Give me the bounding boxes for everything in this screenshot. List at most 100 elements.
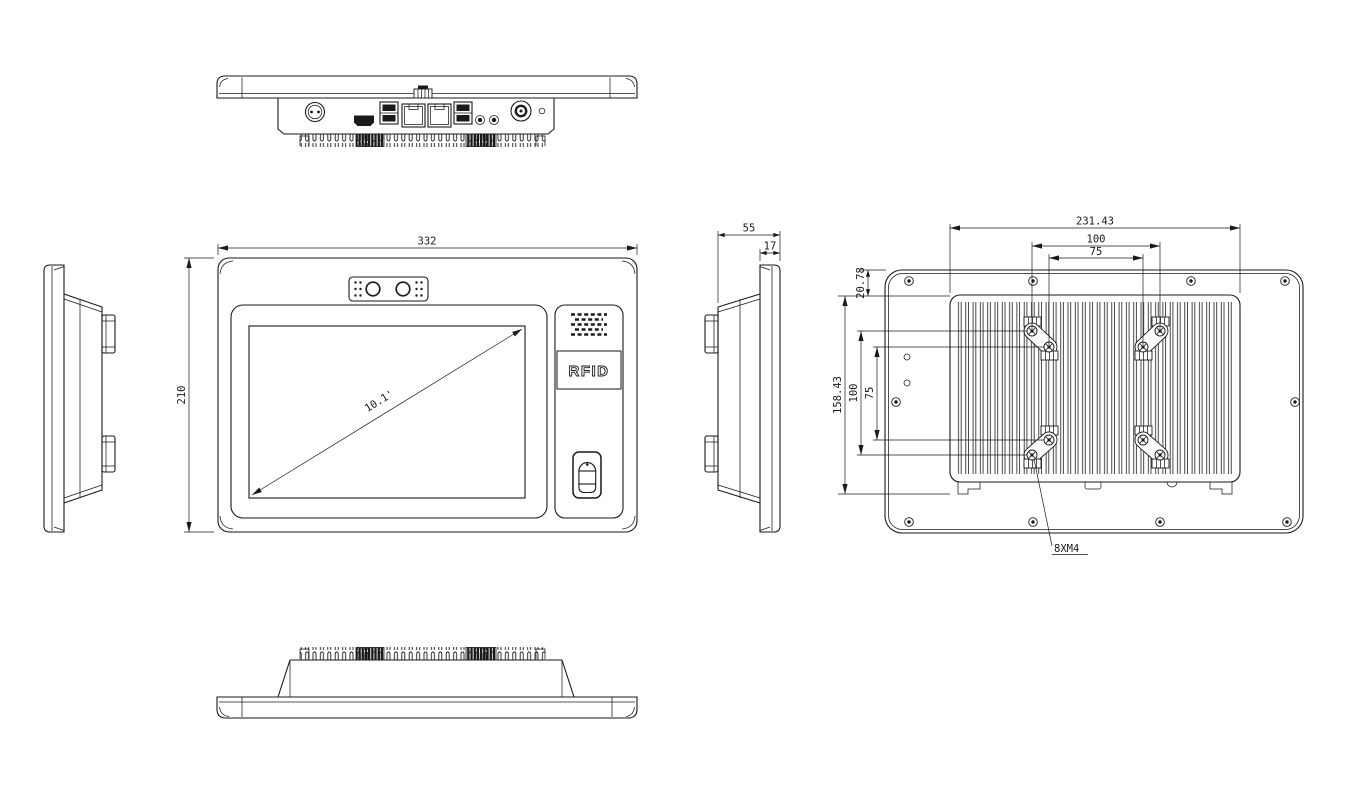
- heatsink-fins: [300, 647, 545, 660]
- dim-text-vesa-screw-note: 8XM4: [1054, 543, 1079, 555]
- side-body: [63, 293, 103, 504]
- housing-screws: [891, 276, 1300, 527]
- dim-text-rear-mount-width: 231.43: [1076, 216, 1114, 228]
- dim-vesa-height-75: 75: [864, 346, 1044, 441]
- dim-depth-total: 55: [717, 223, 781, 303]
- screw: [1028, 517, 1038, 527]
- screw: [1280, 276, 1290, 286]
- dim-text-vesa-height-75: 75: [864, 387, 876, 400]
- usb-ports: [379, 101, 399, 125]
- fin-cluster: [465, 647, 497, 661]
- mounting-lug: [101, 314, 116, 354]
- screw: [1186, 276, 1196, 286]
- bottom-body: [277, 659, 575, 698]
- vesa-screw-hole: [1043, 434, 1055, 446]
- dim-text-screen-diagonal: 10.1': [363, 388, 396, 415]
- mounting-lug: [704, 435, 719, 473]
- dim-vesa-height-100: 100: [848, 330, 1027, 456]
- vesa-screw-hole: [1137, 434, 1149, 446]
- dim-text-rear-top-offset: 20.78: [855, 267, 867, 299]
- left-side-view: [43, 264, 116, 533]
- vesa-bracket-top-right: [1134, 316, 1170, 361]
- front-view: RFID: [217, 257, 638, 533]
- usb-ports: [453, 101, 473, 125]
- dim-vesa-width-75: 75: [1048, 246, 1144, 345]
- antenna-connector: [510, 100, 532, 122]
- right-side-view: [704, 264, 781, 533]
- rear-housing: [884, 269, 1304, 534]
- foot: [957, 482, 981, 495]
- vesa-screw-callout: 8XM4: [1033, 458, 1088, 555]
- top-view-bezel: [216, 75, 638, 99]
- fingerprint-reader: [572, 451, 602, 499]
- fin-end-tab: [299, 135, 310, 146]
- dim-text-vesa-height-100: 100: [848, 384, 860, 403]
- screw: [1290, 397, 1300, 407]
- mounting-lug: [101, 435, 116, 473]
- dim-text-depth-total: 55: [743, 223, 756, 235]
- screw: [891, 397, 901, 407]
- audio-jack: [475, 115, 485, 125]
- side-panel: [554, 304, 624, 519]
- vent-hole: [903, 353, 911, 361]
- power-connector: [304, 101, 326, 123]
- dim-text-rear-mount-height: 158.43: [832, 376, 844, 414]
- ethernet-port: [401, 103, 426, 128]
- dim-front-width: 332: [217, 236, 638, 255]
- dim-text-front-width: 332: [418, 236, 437, 248]
- heatsink-fins: [957, 302, 1233, 474]
- dim-depth-front: 17: [759, 241, 780, 261]
- heatsink-fins: [300, 134, 545, 147]
- side-body: [717, 293, 761, 504]
- front-housing: [217, 257, 638, 533]
- fin-cluster: [465, 133, 497, 147]
- terminal-connector: [413, 85, 433, 99]
- vesa-screw-hole: [1026, 449, 1038, 461]
- foot: [1209, 482, 1233, 495]
- rear-view: [884, 269, 1304, 534]
- dim-text-front-height: 210: [176, 386, 188, 405]
- top-view: [216, 75, 638, 147]
- camera-module: [348, 276, 429, 302]
- dim-rear-top-offset: 20.78: [838, 267, 950, 299]
- dim-rear-mount-width: 231.43: [949, 216, 1241, 293]
- screw: [904, 517, 914, 527]
- ir-led-dots: [354, 281, 423, 297]
- vesa-screw-hole: [1154, 449, 1166, 461]
- rear-heatsink: [949, 294, 1241, 495]
- tab: [1084, 481, 1102, 490]
- fin-cluster: [355, 133, 385, 147]
- fin-end-tab: [535, 648, 546, 659]
- vesa-screw-hole: [1137, 341, 1149, 353]
- hdmi-port: [354, 115, 374, 126]
- fin-end-tab: [299, 648, 310, 659]
- rfid-label: RFID: [569, 363, 610, 380]
- screw: [1282, 517, 1292, 527]
- dim-front-height: 210: [176, 257, 214, 533]
- bottom-bezel: [216, 696, 638, 719]
- fin-end-tab: [535, 135, 546, 146]
- screw: [1028, 276, 1038, 286]
- vesa-bracket-bottom-left: [1023, 425, 1059, 469]
- speaker-grille: [571, 313, 607, 336]
- notch: [1166, 481, 1178, 488]
- camera-lens: [365, 281, 381, 297]
- dim-text-vesa-width-75: 75: [1090, 246, 1103, 258]
- dim-rear-mount-height: 158.43: [832, 296, 950, 495]
- side-bezel: [759, 264, 781, 533]
- audio-jack: [489, 115, 499, 125]
- screw: [1155, 517, 1165, 527]
- screw: [904, 276, 914, 286]
- dim-vesa-width-100: 100: [1031, 234, 1161, 329]
- rfid-reader: RFID: [556, 350, 622, 390]
- reset-hole: [538, 107, 546, 115]
- dim-text-depth-front: 17: [764, 241, 777, 253]
- screen: [248, 325, 526, 499]
- side-bezel: [43, 264, 65, 533]
- display-area: [230, 304, 548, 519]
- bottom-view: [216, 647, 638, 719]
- camera-lens: [395, 281, 411, 297]
- dim-text-vesa-width-100: 100: [1087, 234, 1106, 246]
